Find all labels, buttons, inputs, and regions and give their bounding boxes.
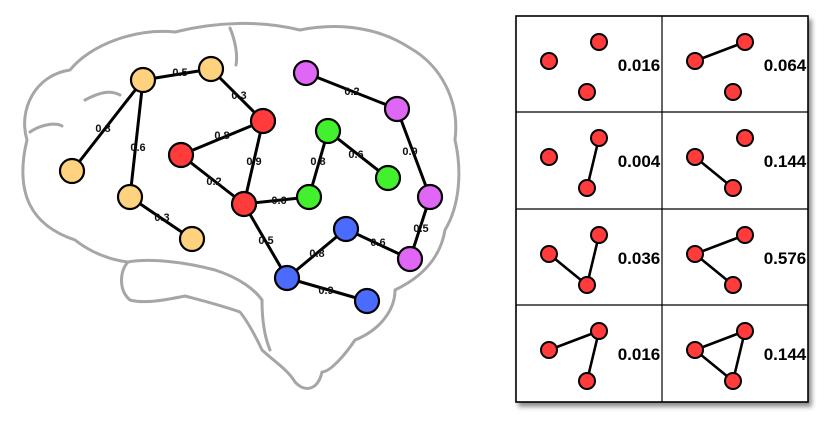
- brain-node-green: [314, 117, 342, 145]
- edge-weight-label: 0.6: [130, 142, 145, 154]
- probability-table: 0.016 0.064 0.004 0.144 0.036 0.576 0.016 0.144: [515, 15, 809, 403]
- motif-node: [724, 372, 742, 390]
- motif-node: [736, 33, 754, 51]
- brain-node-red: [167, 141, 195, 169]
- motif-node: [540, 148, 558, 166]
- brain-outline-inner-3: [126, 258, 264, 302]
- motif-node: [686, 245, 704, 263]
- brain-node-red: [249, 107, 277, 135]
- edge-weight-label: 0.5: [258, 235, 273, 247]
- brain-node-blue: [332, 215, 360, 243]
- motif-node: [590, 129, 608, 147]
- brain-node-purple: [292, 59, 320, 87]
- edge-weight-label: 0.5: [172, 67, 187, 79]
- table-cell-3: 0.004: [540, 129, 661, 197]
- motif-node: [686, 341, 704, 359]
- probability-value: 0.016: [618, 56, 661, 75]
- brain-node-purple: [396, 245, 424, 273]
- edge-weight-label: 0.8: [309, 248, 324, 260]
- motif-node: [540, 52, 558, 70]
- motif-node: [540, 245, 558, 263]
- motif-node: [724, 83, 742, 101]
- table-cells: 0.016 0.064 0.004 0.144 0.036 0.576 0.016 0.144: [540, 33, 807, 390]
- probability-value: 0.064: [764, 56, 807, 75]
- brain-outline-inner-4: [260, 298, 272, 352]
- edge-weight-label: 0.9: [402, 146, 417, 158]
- brain-nodes: [58, 55, 444, 315]
- edge-weight-label: 0.5: [413, 223, 428, 235]
- motif-node: [590, 322, 608, 340]
- motif-node: [736, 322, 754, 340]
- edge-weight-label: 0.6: [370, 237, 385, 249]
- probability-value: 0.576: [764, 249, 807, 268]
- motif-node: [686, 52, 704, 70]
- edge-weight-label: 0.3: [231, 90, 246, 102]
- table-cell-5: 0.036: [540, 226, 661, 294]
- brain-node-blue: [353, 287, 381, 315]
- brain-node-orange: [178, 225, 206, 253]
- brain-node-orange: [116, 183, 144, 211]
- table-cell-4: 0.144: [686, 129, 807, 197]
- brain-node-green: [295, 183, 323, 211]
- probability-value: 0.036: [618, 249, 661, 268]
- brain-edge-p1-p2: [304, 71, 399, 111]
- edge-weight-label: 0.9: [246, 156, 261, 168]
- motif-node: [590, 33, 608, 51]
- brain-node-orange: [58, 157, 86, 185]
- probability-value: 0.144: [764, 345, 807, 364]
- brain-node-green: [374, 164, 402, 192]
- motif-node: [736, 129, 754, 147]
- edge-weight-label: 0.8: [310, 156, 325, 168]
- table-cell-7: 0.016: [540, 322, 661, 390]
- edge-weight-label: 0.3: [154, 212, 169, 224]
- brain-node-blue: [273, 264, 301, 292]
- motif-node: [686, 148, 704, 166]
- motif-node: [590, 226, 608, 244]
- edge-weight-label: 0.2: [344, 86, 359, 98]
- probability-value: 0.004: [618, 152, 661, 171]
- table-cell-6: 0.576: [686, 226, 807, 294]
- motif-node: [578, 276, 596, 294]
- brain-outline-inner-5: [228, 26, 239, 67]
- brain-node-orange: [129, 66, 157, 94]
- brain-outline-inner-1: [28, 122, 64, 134]
- brain-edge-o1-o4: [128, 78, 145, 199]
- motif-node: [578, 83, 596, 101]
- brain-edge-b3-b2: [285, 276, 369, 303]
- table-cell-1: 0.016: [540, 33, 661, 101]
- edge-weight-label: 0.2: [206, 176, 221, 188]
- motif-node: [578, 179, 596, 197]
- table-cell-8: 0.144: [686, 322, 807, 390]
- brain-outline-inner-2: [83, 90, 122, 102]
- probability-value: 0.144: [764, 152, 807, 171]
- brain-node-orange: [197, 55, 225, 83]
- brain-edge-labels: 0.5 0.8 0.6 0.3 0.3 0.8 0.9 0.2 0.6 0.5 0.2 0.9 0.5 0…: [95, 67, 428, 297]
- brain-node-purple: [383, 95, 411, 123]
- brain-outline: [21, 21, 461, 390]
- brain-edge-r1-r2: [179, 119, 265, 157]
- table-cell-2: 0.064: [686, 33, 807, 101]
- edge-weight-label: 0.9: [318, 285, 333, 297]
- probability-value: 0.016: [618, 345, 661, 364]
- edge-weight-label: 0.8: [214, 130, 229, 142]
- motif-node: [578, 372, 596, 390]
- motif-node: [724, 276, 742, 294]
- brain-edge-o1-o3: [70, 78, 145, 173]
- motif-node: [736, 226, 754, 244]
- brain-edge-r1-r3: [242, 119, 265, 206]
- edge-weight-label: 0.8: [95, 123, 110, 135]
- brain-edge-r3-b3: [242, 202, 289, 280]
- brain-edge-r2-r3: [179, 153, 246, 206]
- brain-outline-main: [21, 21, 461, 390]
- brain-node-purple: [416, 183, 444, 211]
- edge-weight-label: 0.6: [271, 195, 286, 207]
- motif-node: [540, 341, 558, 359]
- edge-weight-label: 0.6: [348, 149, 363, 161]
- motif-node: [724, 179, 742, 197]
- brain-edge-p2-p3: [395, 107, 432, 199]
- brain-node-red: [230, 190, 258, 218]
